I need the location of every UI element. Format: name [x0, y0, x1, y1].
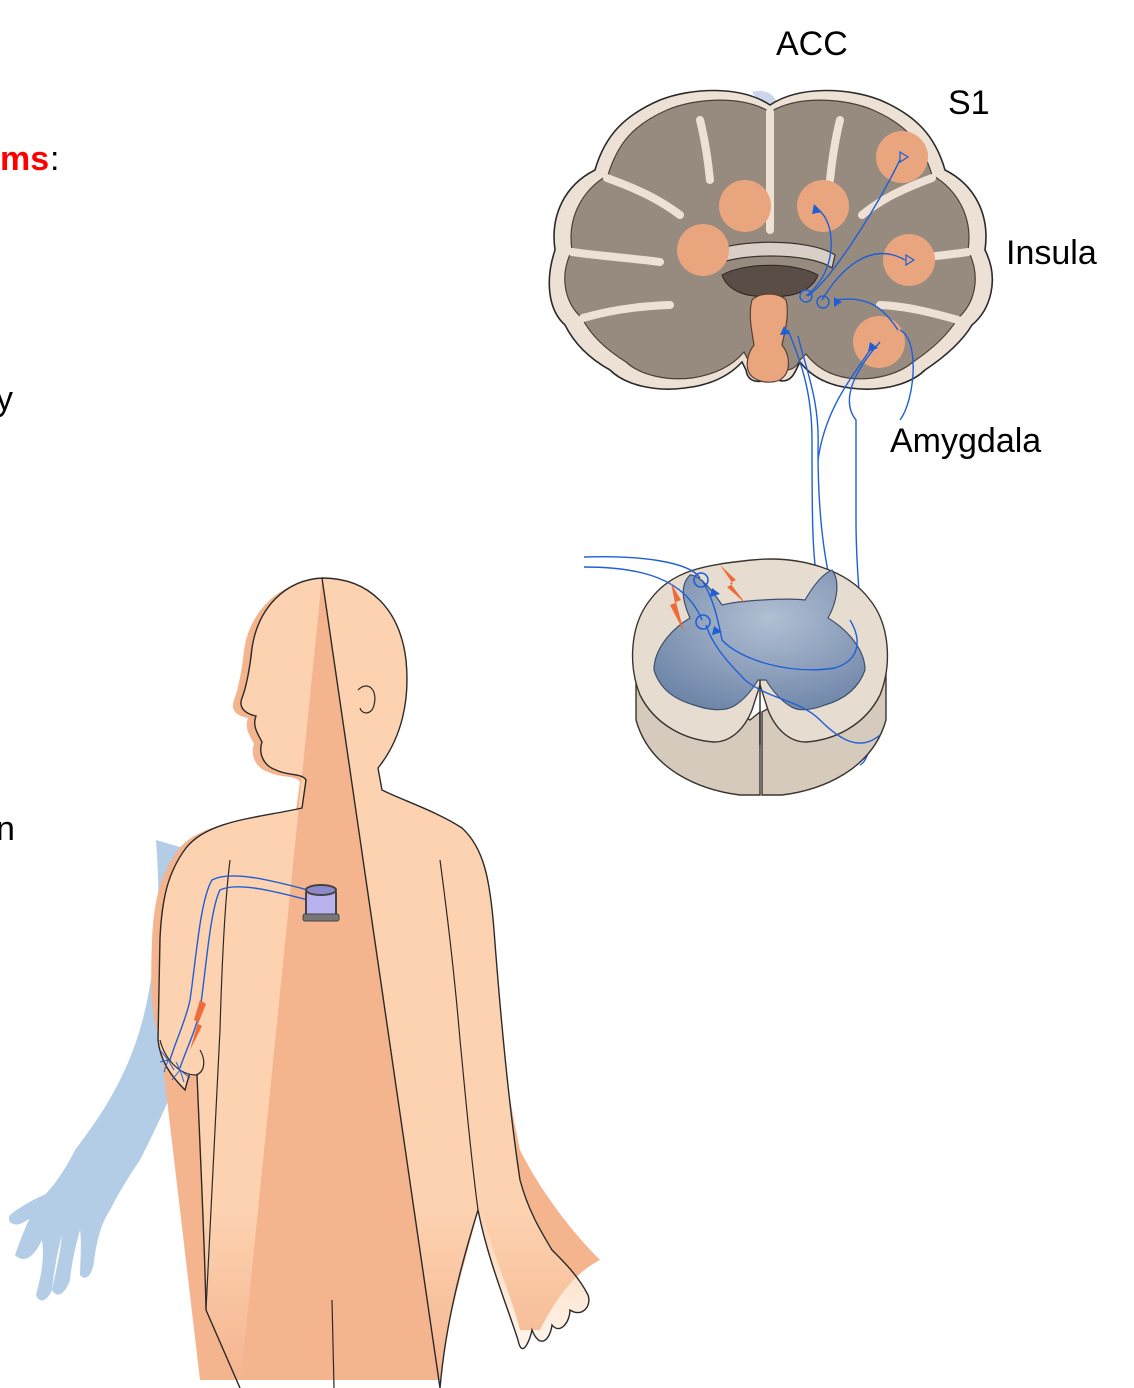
brainstem — [747, 294, 788, 382]
region-left-insula — [677, 224, 729, 276]
heading-colon: : — [50, 140, 59, 178]
label-insula: Insula — [1006, 234, 1097, 272]
brain-coronal-section — [549, 90, 992, 389]
left-text-fragments: ms : y n — [0, 140, 59, 848]
spinal-cord-section — [584, 557, 887, 795]
region-acc — [797, 180, 849, 232]
region-acc-left — [719, 180, 771, 232]
label-acc: ACC — [776, 25, 848, 63]
label-s1: S1 — [948, 84, 990, 122]
region-insula — [883, 234, 935, 286]
text-fragment-n: n — [0, 810, 15, 848]
region-s1 — [876, 131, 928, 183]
human-body — [9, 578, 600, 1388]
region-amygdala — [853, 316, 905, 368]
heading-fragment: ms — [0, 140, 49, 178]
implant-stimulator-icon — [303, 885, 339, 921]
text-fragment-y: y — [0, 380, 13, 418]
label-amygdala: Amygdala — [890, 422, 1041, 460]
